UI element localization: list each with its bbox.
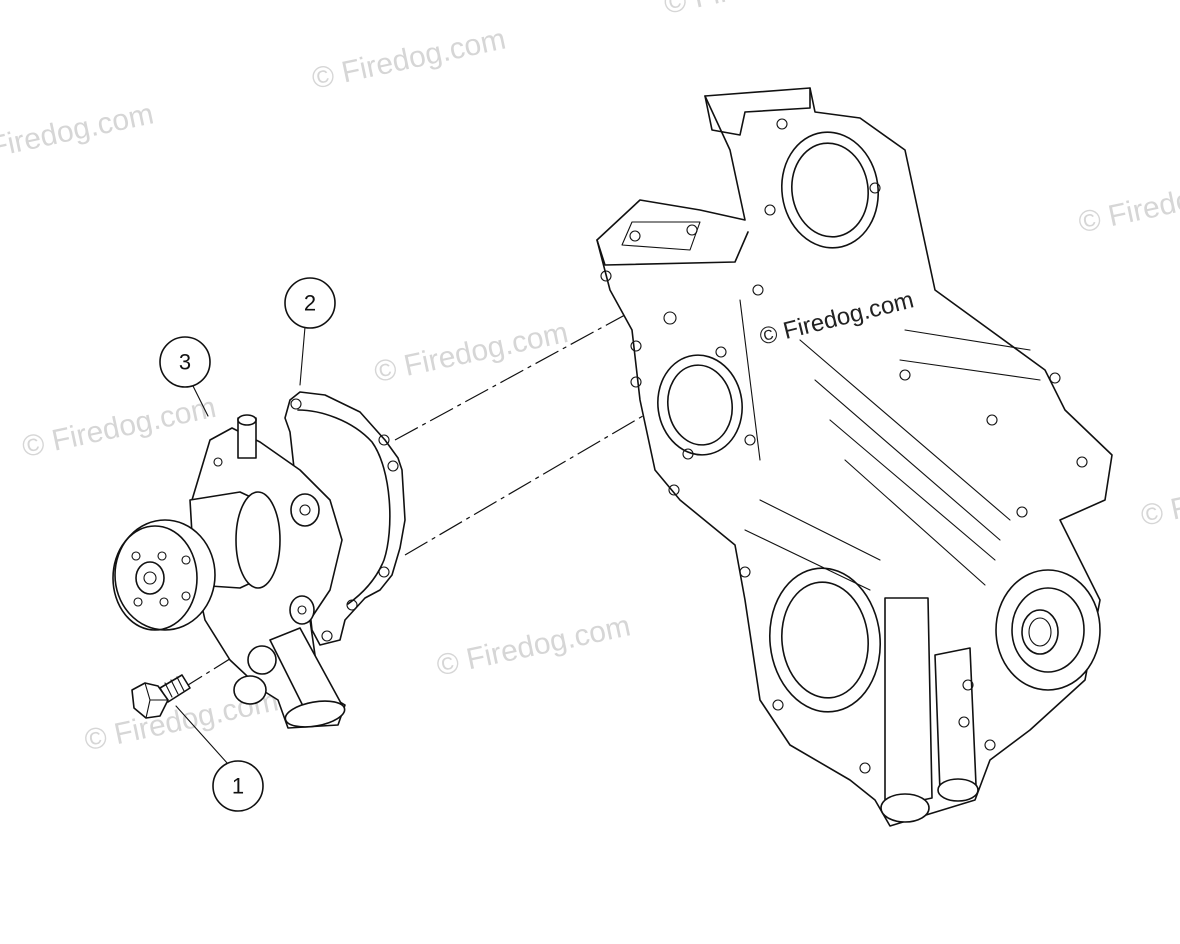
- watermark: © Firedog.com: [661, 0, 861, 21]
- callout-number: 2: [304, 291, 316, 316]
- watermark: © Firedog.com: [1138, 460, 1180, 533]
- callout-number: 1: [232, 774, 244, 799]
- callout-2: 2: [284, 277, 336, 386]
- bolt: [131, 674, 191, 719]
- watermark: © Firedog.com: [0, 97, 157, 170]
- callout-3: 3: [159, 336, 211, 417]
- callout-1: 1: [175, 705, 264, 812]
- bolt-holes: [600, 118, 1088, 774]
- watermark: © Firedog.com: [19, 391, 219, 464]
- watermark: © Firedog.com: [309, 23, 509, 96]
- water-pump: [112, 414, 346, 729]
- watermark: © Firedog.com: [1076, 166, 1180, 239]
- callout-number: 3: [179, 350, 191, 375]
- timing-cover-housing: [596, 87, 1113, 827]
- watermark: © Firedog.com: [371, 316, 571, 389]
- watermark: © Firedog.com: [434, 609, 634, 682]
